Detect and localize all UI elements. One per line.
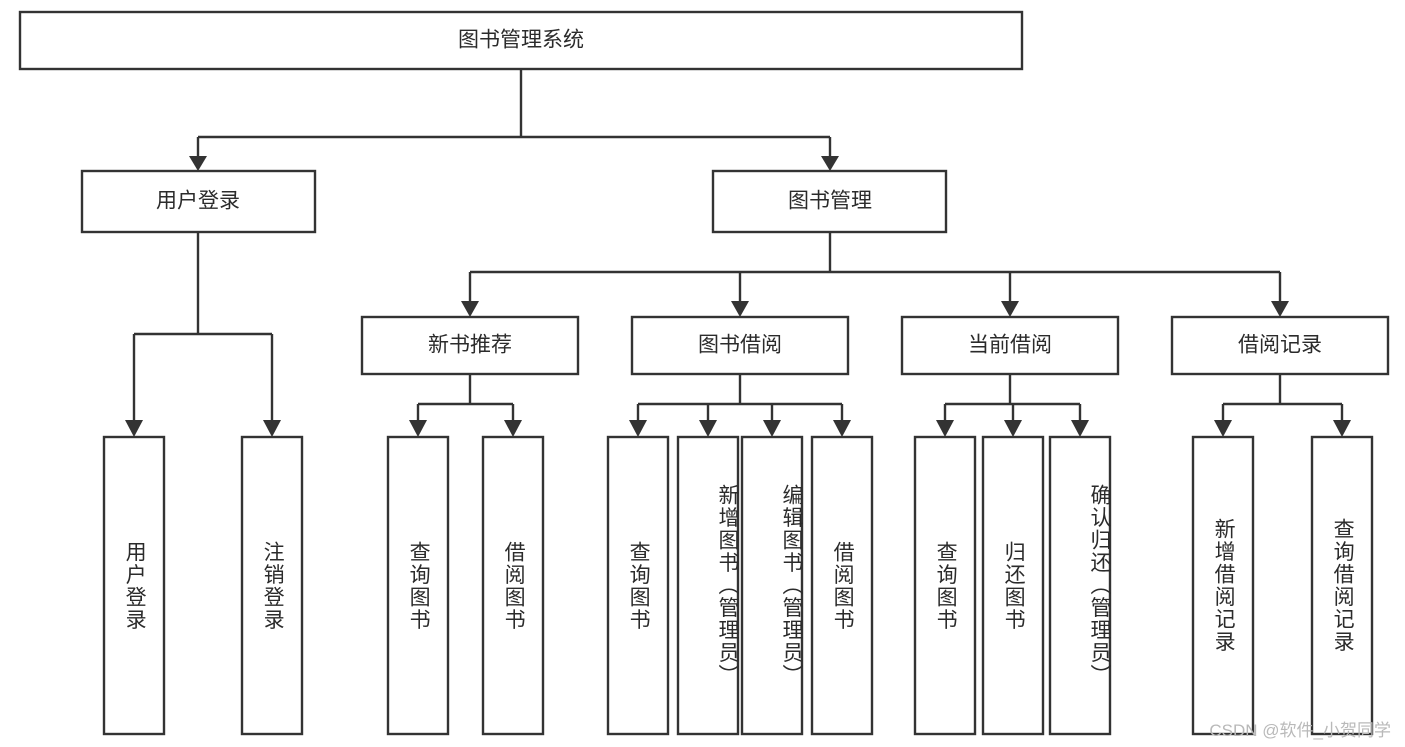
connector-borrow-record-to-leaves [1214,374,1351,437]
node-leaf-borrow-book-1-box[interactable] [481,435,545,736]
node-user-login-label: 用户登录 [156,190,240,213]
node-leaf-confirm-return-box[interactable] [1048,435,1112,736]
node-new-book-recommend[interactable]: 新书推荐 [360,315,580,376]
arrow-head-icon [263,420,281,437]
arrow-head-icon [1333,420,1351,437]
node-book-manage-box[interactable] [711,169,948,234]
arrow-head-icon [461,301,479,317]
node-leaf-query-book-1-box[interactable] [386,435,450,736]
arrow-head-icon [504,420,522,437]
node-book-borrow[interactable]: 图书借阅 [630,315,850,376]
leaf-boxes [102,435,1374,736]
node-leaf-logout-login-box[interactable] [240,435,304,736]
arrow-head-icon [1271,301,1289,317]
node-leaf-query-book-3-box[interactable] [913,435,977,736]
node-root-label: 图书管理系统 [458,29,584,52]
arrow-head-icon [1214,420,1232,437]
node-current-borrow[interactable]: 当前借阅 [900,315,1120,376]
connector-current-borrow-to-leaves [936,374,1089,437]
arrow-head-icon [833,420,851,437]
node-book-borrow-box[interactable] [630,315,850,376]
node-leaf-user-login-box[interactable] [102,435,166,736]
node-leaf-add-record-box[interactable] [1191,435,1255,736]
arrow-head-icon [699,420,717,437]
arrow-head-icon [763,420,781,437]
arrow-head-icon [629,420,647,437]
node-leaf-query-record-box[interactable] [1310,435,1374,736]
arrow-head-icon [731,301,749,317]
node-current-borrow-label: 当前借阅 [968,334,1052,357]
arrow-head-icon [1004,420,1022,437]
node-leaf-borrow-book-2-box[interactable] [810,435,874,736]
node-leaf-query-book-2-box[interactable] [606,435,670,736]
arrow-head-icon [936,420,954,437]
connector-new-book-to-leaves [409,374,522,437]
node-new-book-recommend-label: 新书推荐 [428,334,512,357]
node-book-manage-label: 图书管理 [788,190,872,213]
arrow-head-icon [1071,420,1089,437]
node-borrow-record[interactable]: 借阅记录 [1170,315,1390,376]
connector-book-manage-to-level3 [461,232,1289,317]
watermark: CSDN @软件_小贺同学 [1209,721,1391,740]
connector-user-login-to-leaves [125,232,281,437]
arrow-head-icon [821,156,839,171]
node-borrow-record-label: 借阅记录 [1238,334,1322,357]
node-leaf-return-book-box[interactable] [981,435,1045,736]
node-root[interactable]: 图书管理系统 [18,10,1024,71]
arrow-head-icon [409,420,427,437]
node-new-book-recommend-box[interactable] [360,315,580,376]
arrow-head-icon [125,420,143,437]
node-current-borrow-box[interactable] [900,315,1120,376]
arrow-head-icon [1001,301,1019,317]
connector-book-borrow-to-leaves [629,374,851,437]
node-borrow-record-box[interactable] [1170,315,1390,376]
node-user-login-box[interactable] [80,169,317,234]
node-book-manage[interactable]: 图书管理 [711,169,948,234]
connector-root-to-level2 [189,69,839,171]
node-leaf-add-book-box[interactable] [676,435,740,736]
arrow-head-icon [189,156,207,171]
node-book-borrow-label: 图书借阅 [698,334,782,357]
node-root-box[interactable] [18,10,1024,71]
node-leaf-edit-book-box[interactable] [740,435,804,736]
node-user-login[interactable]: 用户登录 [80,169,317,234]
